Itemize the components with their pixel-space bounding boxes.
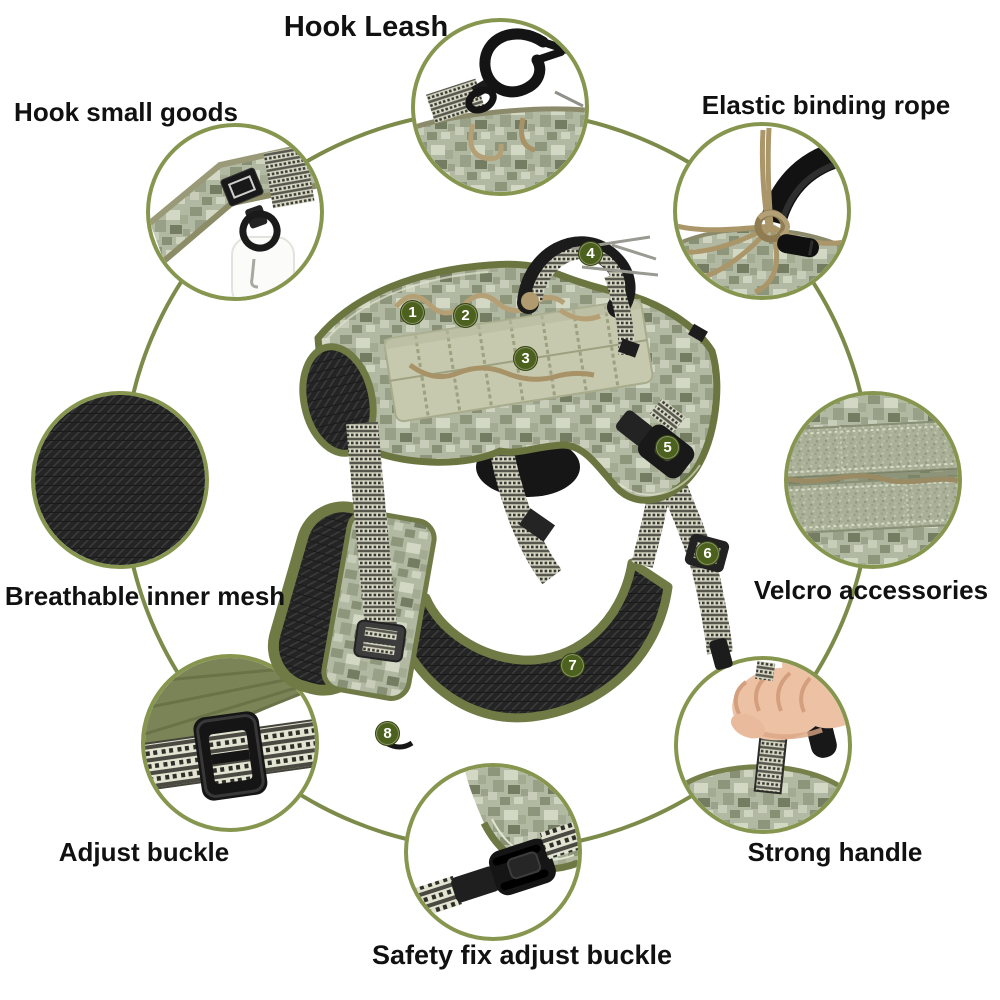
feature-label-strong-handle: Strong handle [747, 837, 923, 867]
marker-3: 3 [513, 346, 538, 371]
marker-2: 2 [453, 303, 478, 328]
hook-leash-detail-image [411, 18, 589, 196]
feature-label-elastic-binding-rope: Elastic binding rope [701, 90, 951, 120]
marker-4: 4 [578, 241, 603, 266]
elastic-binding-rope-detail-image [673, 122, 851, 300]
safety-fix-adjust-buckle-detail-image [404, 763, 582, 941]
marker-7: 7 [560, 653, 585, 678]
breathable-inner-mesh-detail-image [31, 391, 209, 569]
marker-1: 1 [400, 300, 425, 325]
feature-label-velcro-accessories: Velcro accessories [753, 575, 989, 605]
marker-8: 8 [375, 721, 400, 746]
marker-6: 6 [695, 541, 720, 566]
feature-label-hook-small-goods: Hook small goods [14, 97, 238, 127]
feature-label-safety-fix-adjust-buckle: Safety fix adjust buckle [371, 940, 673, 970]
marker-5: 5 [655, 435, 680, 460]
strong-handle-detail-image [674, 656, 852, 834]
harness-product-image [267, 235, 733, 750]
feature-label-hook-leash: Hook Leash [283, 11, 449, 43]
feature-label-breathable-inner-mesh: Breathable inner mesh [4, 581, 286, 611]
velcro-accessories-detail-image [784, 391, 962, 569]
feature-label-adjust-buckle: Adjust buckle [58, 837, 230, 867]
hook-small-goods-detail-image [146, 123, 324, 301]
